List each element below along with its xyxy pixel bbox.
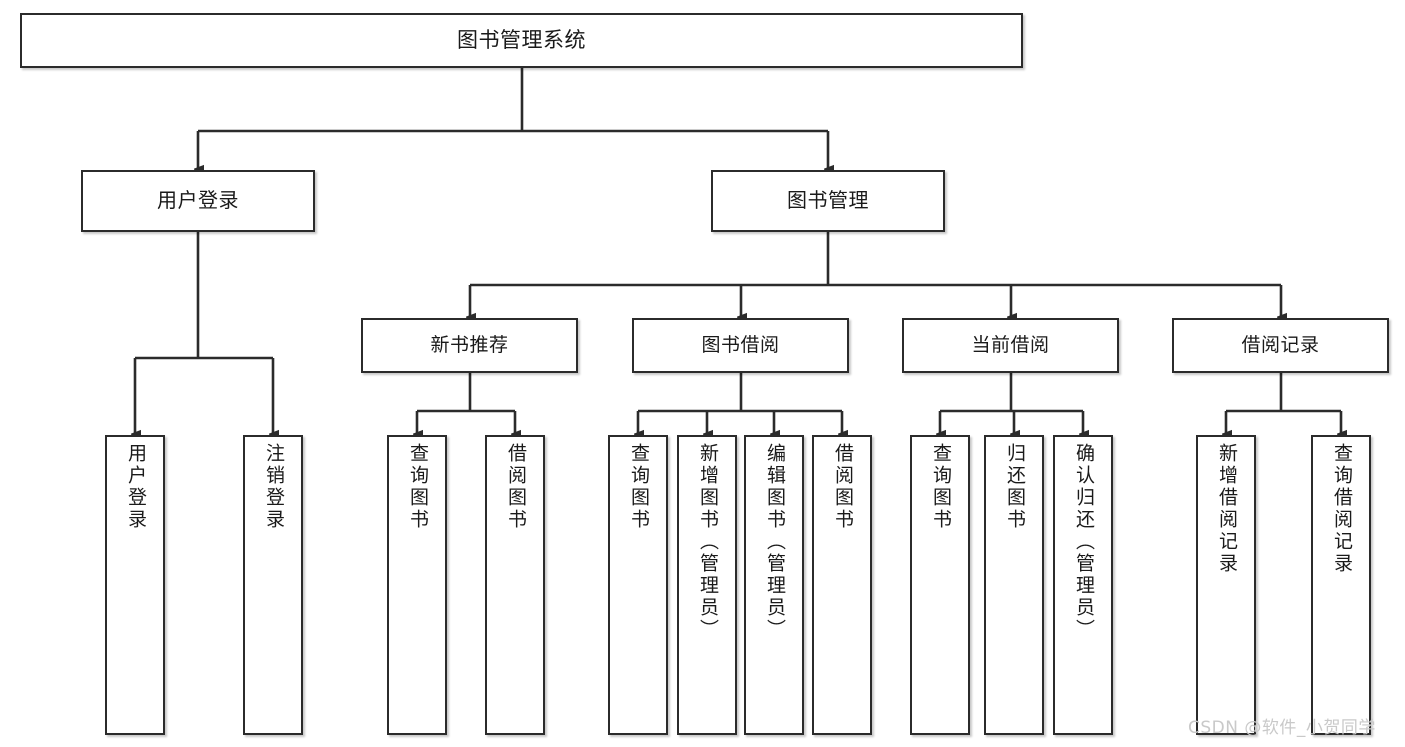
node-leaf-add-record[interactable]: 新增借阅记录 [1196,435,1256,735]
node-label: 查询图书 [627,443,650,531]
node-label: 借阅图书 [504,443,527,531]
node-label: 归还图书 [1003,443,1026,531]
node-label: 用户登录 [124,443,147,531]
node-leaf-borrow-book-1[interactable]: 借阅图书 [485,435,545,735]
node-label: 新增图书（管理员） [696,443,719,641]
node-leaf-user-login[interactable]: 用户登录 [105,435,165,735]
node-label: 查询图书 [406,443,429,531]
watermark-text: CSDN @软件_小贺同学 [1188,718,1376,738]
node-leaf-query-book-3[interactable]: 查询图书 [910,435,970,735]
node-label: 图书管理 [787,188,869,213]
node-user-login[interactable]: 用户登录 [81,170,315,232]
node-label: 确认归还（管理员） [1072,443,1095,641]
node-label: 新书推荐 [430,334,509,357]
node-leaf-edit-book[interactable]: 编辑图书（管理员） [744,435,804,735]
node-label: 查询图书 [929,443,952,531]
node-label: 新增借阅记录 [1215,443,1238,575]
node-leaf-confirm-return[interactable]: 确认归还（管理员） [1053,435,1113,735]
node-root[interactable]: 图书管理系统 [20,13,1023,68]
node-label: 注销登录 [262,443,285,531]
node-label: 当前借阅 [971,334,1050,357]
node-leaf-query-book-1[interactable]: 查询图书 [387,435,447,735]
node-leaf-add-book[interactable]: 新增图书（管理员） [677,435,737,735]
node-label: 查询借阅记录 [1330,443,1353,575]
node-label: 图书借阅 [701,334,780,357]
node-label: 用户登录 [157,188,239,213]
node-book-manage[interactable]: 图书管理 [711,170,945,232]
node-current-borrow[interactable]: 当前借阅 [902,318,1119,373]
node-book-borrow[interactable]: 图书借阅 [632,318,849,373]
node-label: 借阅图书 [831,443,854,531]
node-leaf-return-book[interactable]: 归还图书 [984,435,1044,735]
node-label: 编辑图书（管理员） [763,443,786,641]
node-borrow-record[interactable]: 借阅记录 [1172,318,1389,373]
node-leaf-borrow-book-2[interactable]: 借阅图书 [812,435,872,735]
node-leaf-query-record[interactable]: 查询借阅记录 [1311,435,1371,735]
node-label: 图书管理系统 [457,28,586,53]
node-leaf-logout[interactable]: 注销登录 [243,435,303,735]
node-leaf-query-book-2[interactable]: 查询图书 [608,435,668,735]
node-new-book-rec[interactable]: 新书推荐 [361,318,578,373]
node-label: 借阅记录 [1241,334,1320,357]
